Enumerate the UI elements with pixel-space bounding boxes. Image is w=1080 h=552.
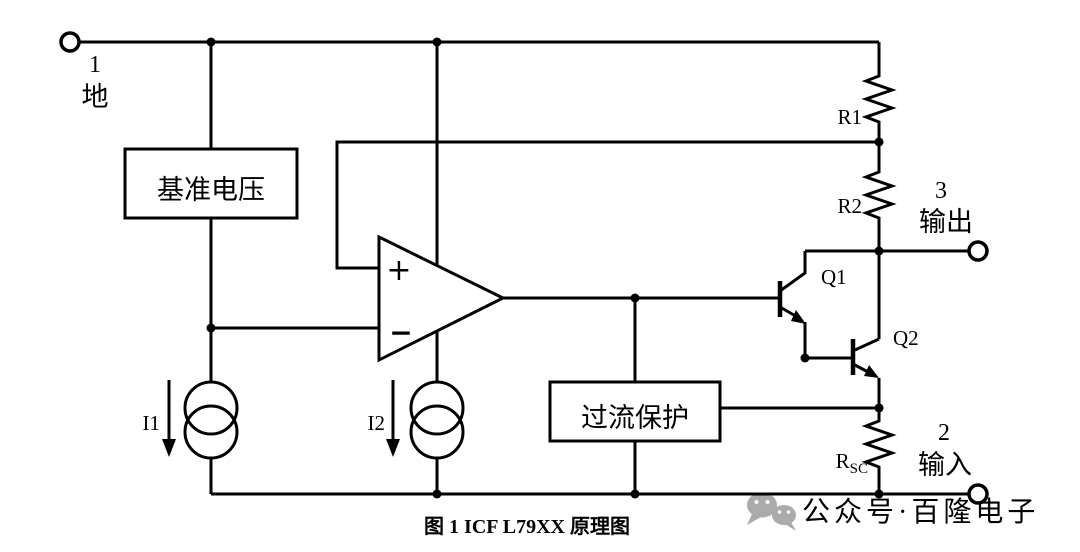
resistor-rsc (861, 378, 897, 494)
wires (79, 40, 969, 496)
junction-dots (206, 37, 884, 499)
rsc-label: RSC (836, 449, 868, 477)
i1-label: I1 (143, 411, 161, 435)
current-sources (162, 380, 465, 460)
pin2-label: 输入 (918, 450, 972, 480)
watermark: 公众号·百隆电子 (747, 492, 1039, 531)
wechat-icon (747, 492, 796, 531)
terminal-pin3-icon (967, 240, 989, 262)
opamp-minus-sign: − (389, 316, 412, 349)
wire-feedback (335, 140, 879, 270)
figure-caption: 图 1 ICF L79XX 原理图 (424, 515, 630, 538)
terminal-pin1-icon (59, 31, 81, 53)
q1-label: Q1 (821, 265, 847, 289)
transistor-q1-icon (777, 251, 807, 358)
current-source-i1-icon (162, 380, 239, 460)
pin1-label: 地 (82, 82, 109, 112)
function-blocks: 基准电压 过流保护 (123, 147, 722, 443)
component-labels: R1 R2 RSC Q1 Q2 I1 I2 (143, 105, 919, 477)
rsc-label-subscript: SC (850, 461, 868, 477)
pin3-number: 3 (935, 178, 947, 204)
resistors (861, 42, 897, 494)
opamp-triangle-icon (377, 234, 507, 363)
overcurrent-protection-label: 过流保护 (581, 403, 689, 433)
q2-label: Q2 (893, 326, 919, 350)
terminals: 1 地 3 输出 2 输入 (59, 31, 989, 505)
reference-voltage-box (123, 147, 299, 220)
watermark-text: 公众号·百隆电子 (802, 496, 1039, 528)
terminal-pin2-icon (967, 483, 989, 505)
opamp-plus-sign: + (386, 253, 411, 288)
current-source-i2-icon (386, 380, 465, 460)
pin3-label: 输出 (919, 207, 973, 237)
pin1-number: 1 (89, 52, 101, 78)
pin2-number: 2 (938, 420, 950, 446)
overcurrent-protection-box (548, 380, 722, 443)
rsc-label-base: R (836, 449, 850, 473)
r2-label: R2 (837, 194, 862, 218)
i2-label: I2 (368, 411, 386, 435)
reference-voltage-label: 基准电压 (157, 175, 265, 205)
resistor-r1-r2 (861, 42, 897, 251)
transistors (777, 251, 881, 378)
r1-label: R1 (837, 105, 862, 129)
opamp: + − (377, 234, 507, 363)
transistor-q2-icon (850, 251, 881, 378)
